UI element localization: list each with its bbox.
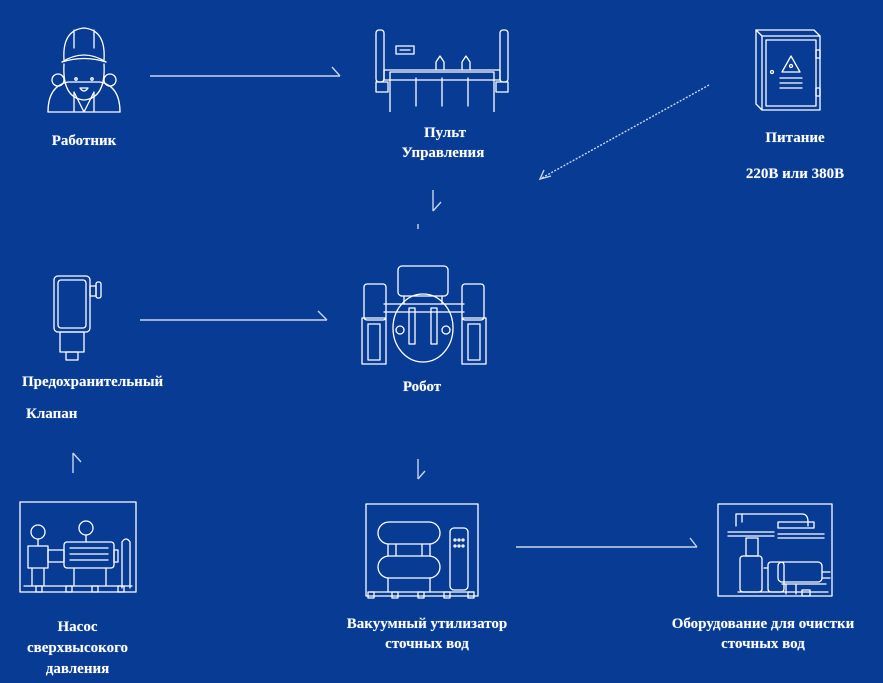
label-line: сточных вод xyxy=(721,636,805,652)
label-line: сточных вод xyxy=(385,636,469,652)
pump-icon xyxy=(18,500,138,596)
node-label-control-panel: Пульт Управления xyxy=(378,123,508,163)
node-label-pump: Насос сверхвысокого давления xyxy=(10,617,145,680)
worker-icon xyxy=(44,22,124,118)
safety-valve-icon xyxy=(52,272,104,362)
arrow-robot-to-vacuum-utilizer xyxy=(417,459,426,480)
treatment-equipment-icon xyxy=(716,500,836,600)
label-line: 220В или 380В xyxy=(745,166,845,182)
electrical-cabinet-icon xyxy=(752,26,824,114)
node-label-treatment-equipment: Оборудование для очистки сточных вод xyxy=(648,614,878,654)
label-line: Вакуумный утилизатор xyxy=(346,616,508,632)
label-line: Клапан xyxy=(26,406,78,422)
label-line: Насос xyxy=(57,619,98,635)
label-line: Управления xyxy=(401,145,485,161)
arrow-control-panel-to-robot xyxy=(417,190,442,229)
node-label-vacuum-utilizer: Вакуумный утилизатор сточных вод xyxy=(322,614,532,654)
label-line: Работник xyxy=(51,133,117,149)
arrow-vacuum-utilizer-to-treatment xyxy=(516,537,698,548)
node-label-robot: Робот xyxy=(372,377,472,397)
node-label-power: Питание 220В или 380В xyxy=(725,128,865,184)
arrow-safety-valve-to-robot xyxy=(140,310,328,321)
label-line: Пульт xyxy=(424,125,466,141)
label-line: сверхвысокого xyxy=(26,640,129,656)
robot-icon xyxy=(360,264,488,368)
control-panel-icon xyxy=(372,26,512,112)
node-label-safety-valve: Предохранительный Клапан xyxy=(22,372,202,424)
arrow-worker-to-control-panel xyxy=(150,66,341,77)
label-line: давления xyxy=(45,661,110,677)
label-line: Оборудование для очистки xyxy=(671,616,855,632)
label-line: Питание xyxy=(765,130,825,146)
label-line: Робот xyxy=(402,379,442,395)
label-line: Предохранительный xyxy=(22,374,164,390)
node-label-worker: Работник xyxy=(34,131,134,151)
arrow-pump-to-safety-valve xyxy=(72,452,82,473)
vacuum-utilizer-icon xyxy=(364,500,480,600)
arrow-power-to-control-panel xyxy=(538,84,710,181)
